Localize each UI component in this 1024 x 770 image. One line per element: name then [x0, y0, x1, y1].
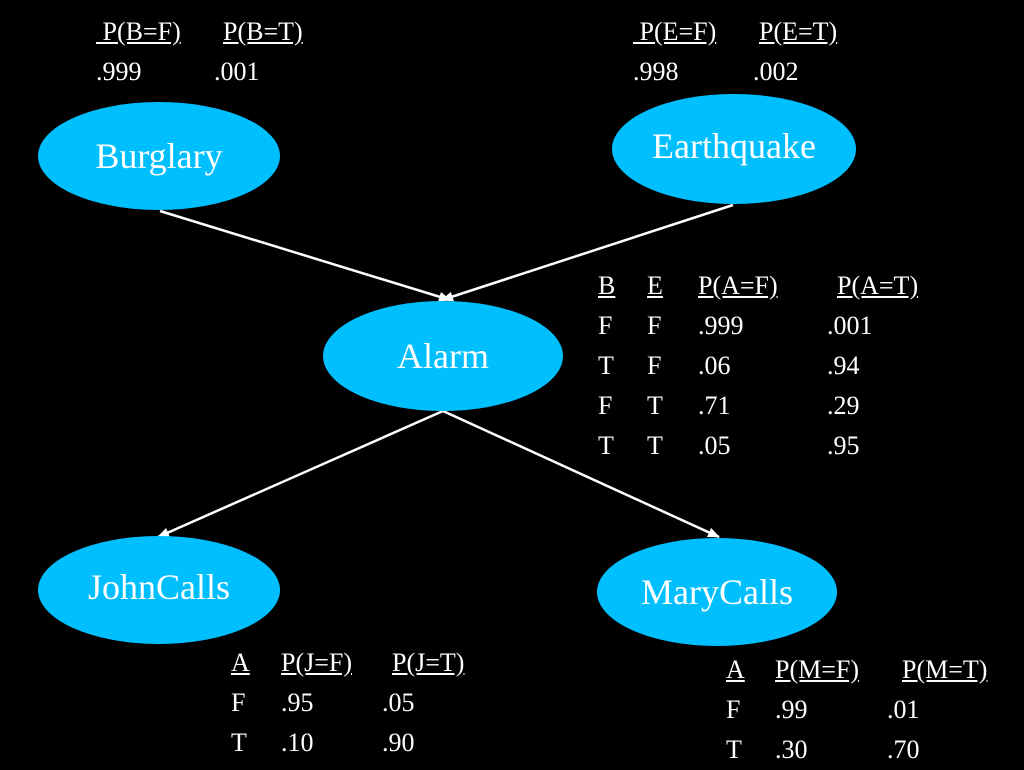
table-row: T F .06 .94 [598, 346, 958, 386]
table-cell: .95 [827, 431, 860, 460]
table-cell: .999 [96, 57, 142, 86]
node-burglary: Burglary [38, 102, 280, 210]
table-cell: .90 [382, 728, 415, 757]
node-marycalls: MaryCalls [597, 538, 837, 646]
table-cell: T [647, 431, 663, 460]
edge-alarm-marycalls [442, 409, 720, 539]
cpt-marycalls: A P(M=F) P(M=T) F .99 .01 T .30 .70 [726, 650, 1018, 770]
table-cell: .71 [698, 391, 731, 420]
column-header: P(A=T) [837, 271, 919, 300]
column-header: A [231, 648, 250, 677]
column-header: P(J=T) [392, 648, 465, 677]
table-cell: .99 [775, 695, 808, 724]
table-header-row: B E P(A=F) P(A=T) [598, 266, 958, 306]
table-cell: F [726, 695, 741, 724]
node-earthquake: Earthquake [612, 94, 856, 204]
column-header: P(B=T) [223, 17, 303, 46]
table-cell: .002 [753, 57, 799, 86]
column-header: P(A=F) [698, 271, 778, 300]
column-header: P(E=F) [633, 17, 717, 46]
column-header: P(M=T) [902, 655, 988, 684]
column-header: P(B=F) [96, 17, 181, 46]
table-cell: .001 [214, 57, 260, 86]
table-cell: F [647, 351, 662, 380]
table-cell: .05 [698, 431, 731, 460]
table-cell: .30 [775, 735, 808, 764]
table-header-row: A P(M=F) P(M=T) [726, 650, 1018, 690]
table-cell: T [231, 728, 247, 757]
table-cell: .001 [827, 311, 873, 340]
table-cell: F [231, 688, 246, 717]
column-header: P(M=F) [775, 655, 860, 684]
table-cell: F [647, 311, 662, 340]
table-cell: .999 [698, 311, 744, 340]
edge-burglary-alarm [159, 209, 451, 302]
table-row: F .99 .01 [726, 690, 1018, 730]
edge-alarm-johncalls [157, 409, 444, 539]
column-header: P(J=F) [281, 648, 353, 677]
table-row: T .10 .90 [231, 723, 501, 763]
column-header: A [726, 655, 745, 684]
table-cell: .94 [827, 351, 860, 380]
node-alarm: Alarm [323, 301, 563, 411]
table-cell: T [598, 431, 614, 460]
table-cell: .998 [633, 57, 679, 86]
table-cell: T [726, 735, 742, 764]
table-cell: .10 [281, 728, 314, 757]
edge-earthquake-alarm [441, 203, 734, 302]
table-row: F F .999 .001 [598, 306, 958, 346]
column-header: E [647, 271, 663, 300]
table-row: T T .05 .95 [598, 426, 958, 466]
table-cell: .95 [281, 688, 314, 717]
table-cell: F [598, 311, 613, 340]
table-header-row: A P(J=F) P(J=T) [231, 643, 501, 683]
table-row: T .30 .70 [726, 730, 1018, 770]
table-cell: .01 [887, 695, 920, 724]
table-cell: .05 [382, 688, 415, 717]
column-header: B [598, 271, 616, 300]
column-header: P(E=T) [759, 17, 838, 46]
cpt-alarm: B E P(A=F) P(A=T) F F .999 .001 T F .06 … [598, 266, 958, 466]
node-johncalls: JohnCalls [38, 536, 280, 644]
table-cell: T [647, 391, 663, 420]
table-row: F T .71 .29 [598, 386, 958, 426]
table-cell: T [598, 351, 614, 380]
cpt-johncalls: A P(J=F) P(J=T) F .95 .05 T .10 .90 [231, 643, 501, 763]
table-row: F .95 .05 [231, 683, 501, 723]
table-cell: .06 [698, 351, 731, 380]
table-cell: .29 [827, 391, 860, 420]
table-cell: F [598, 391, 613, 420]
table-cell: .70 [887, 735, 920, 764]
